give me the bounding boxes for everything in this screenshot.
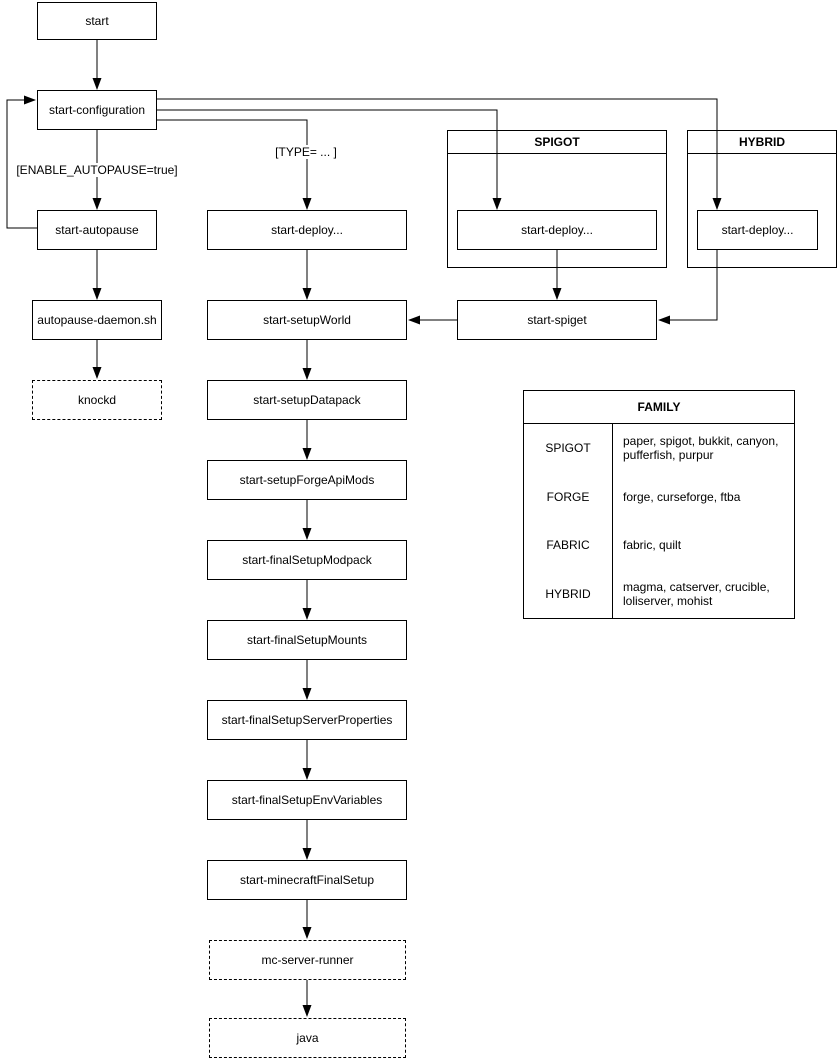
edge-configuration-to-spigot-deploy <box>157 109 502 210</box>
family-types-cell: magma, catserver, crucible, loliserver, … <box>623 579 770 608</box>
node-start-setupforgeapimods: start-setupForgeApiMods <box>207 460 407 500</box>
node-start-finalsetupmodpack: start-finalSetupModpack <box>207 540 407 580</box>
family-row-spigot: SPIGOT paper, spigot, bukkit, canyon, pu… <box>524 424 794 473</box>
node-start-deploy-main: start-deploy... <box>207 210 407 250</box>
node-start: start <box>37 2 157 40</box>
node-knockd: knockd <box>32 380 162 420</box>
family-table-body: SPIGOT paper, spigot, bukkit, canyon, pu… <box>524 424 794 618</box>
node-start-deploy-hybrid: start-deploy... <box>697 210 818 250</box>
node-start-deploy-spigot: start-deploy... <box>457 210 657 250</box>
node-start-finalsetupserverproperties: start-finalSetupServerProperties <box>207 700 407 740</box>
group-hybrid-title: HYBRID <box>688 131 836 154</box>
family-name-cell: SPIGOT <box>524 424 613 473</box>
node-start-setupworld: start-setupWorld <box>207 300 407 340</box>
node-start-minecraftfinalsetup: start-minecraftFinalSetup <box>207 860 407 900</box>
node-start-configuration: start-configuration <box>37 90 157 130</box>
family-table: FAMILY SPIGOT paper, spigot, bukkit, can… <box>523 390 795 619</box>
node-start-autopause: start-autopause <box>37 210 157 250</box>
node-start-setupdatapack: start-setupDatapack <box>207 380 407 420</box>
family-table-title: FAMILY <box>524 391 794 424</box>
node-start-finalsetupenvvariables: start-finalSetupEnvVariables <box>207 780 407 820</box>
node-start-finalsetupmounts: start-finalSetupMounts <box>207 620 407 660</box>
family-row-hybrid: HYBRID magma, catserver, crucible, lolis… <box>524 569 794 618</box>
family-row-forge: FORGE forge, curseforge, ftba <box>524 472 794 521</box>
family-types-cell: fabric, quilt <box>623 538 682 553</box>
node-java: java <box>209 1018 406 1058</box>
family-name-cell: FORGE <box>524 472 613 521</box>
group-spigot-title: SPIGOT <box>448 131 666 154</box>
family-name-cell: HYBRID <box>524 569 613 618</box>
family-row-fabric: FABRIC fabric, quilt <box>524 521 794 570</box>
node-start-spiget: start-spiget <box>457 300 657 340</box>
family-types-cell: paper, spigot, bukkit, canyon, pufferfis… <box>623 434 779 463</box>
node-autopause-daemon: autopause-daemon.sh <box>32 300 162 340</box>
family-name-cell: FABRIC <box>524 521 613 570</box>
edge-label-enable-autopause: [ENABLE_AUTOPAUSE=true] <box>14 163 180 177</box>
node-mc-server-runner: mc-server-runner <box>209 940 406 980</box>
family-types-cell: forge, curseforge, ftba <box>623 489 741 504</box>
edge-label-type: [TYPE= ... ] <box>273 145 339 159</box>
